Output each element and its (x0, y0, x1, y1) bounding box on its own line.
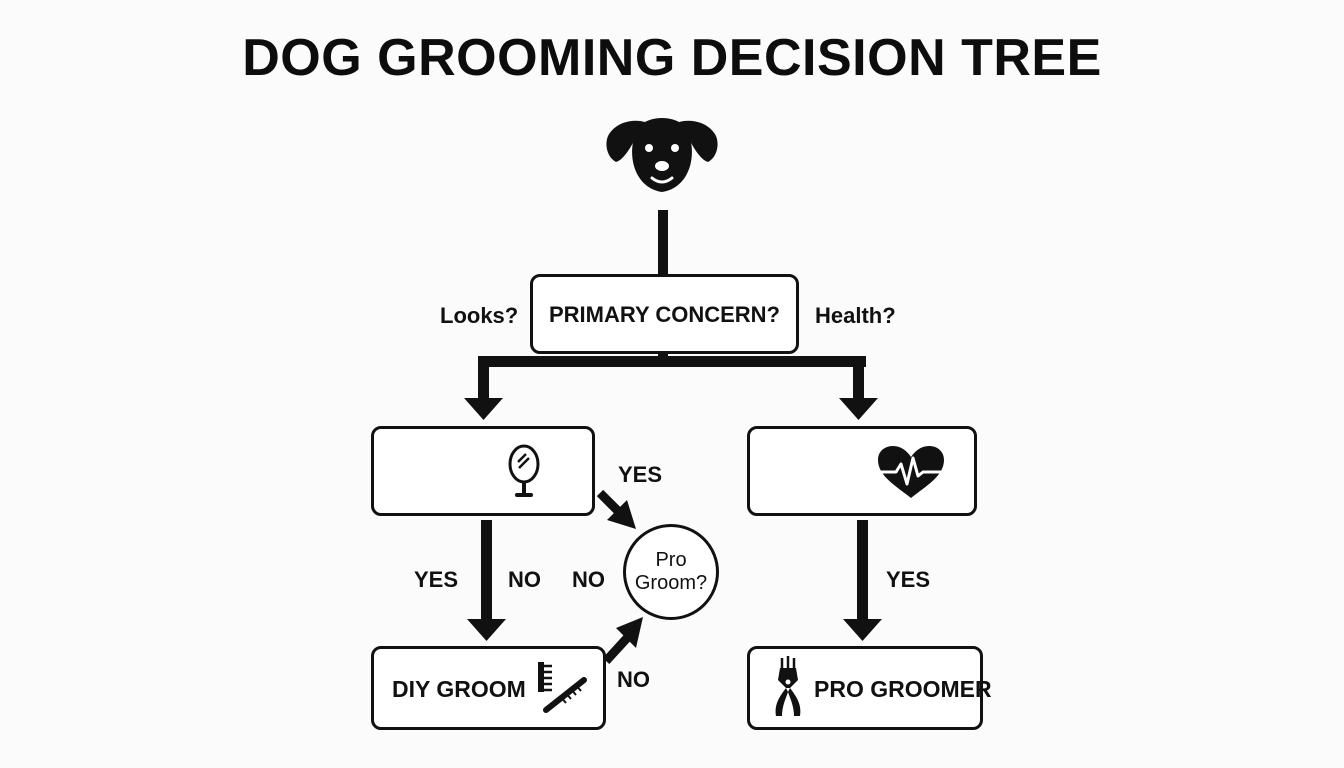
edge-label-looks-yes: YES (414, 567, 459, 592)
connector-looks-to-pro-groom (596, 489, 624, 517)
connector-looks-to-diy (481, 520, 492, 628)
connector-health-to-pro (857, 520, 868, 628)
looks-branch-label: Looks? (440, 303, 519, 328)
connector-diy-to-pro-groom (602, 633, 632, 665)
health-branch-label: Health? (815, 303, 896, 328)
arrow-into-pro-groom-from-diy (616, 617, 643, 648)
diagram-title: DOG GROOMING DECISION TREE (242, 29, 1102, 87)
edge-label-health-yes: YES (886, 567, 931, 592)
edge-label-looks-to-pro-groom: YES (618, 462, 663, 487)
pro-groom-decision-node: Pro Groom? (623, 524, 719, 620)
dog-head-icon (606, 118, 718, 192)
comb-and-brush-icon (538, 662, 587, 713)
connector-split-bar (478, 356, 866, 367)
heartbeat-icon (878, 446, 944, 498)
connector-right-branch (853, 356, 864, 404)
arrow-to-health-box (839, 398, 878, 420)
diy-groom-box (371, 646, 606, 730)
primary-concern-label: PRIMARY CONCERN? (548, 302, 780, 327)
pro-groom-label-line1: Pro (655, 549, 687, 571)
mirror-icon (508, 444, 540, 497)
looks-box (371, 426, 595, 516)
edge-label-pro-groom-no: NO (572, 567, 605, 592)
pro-groomer-label: PRO GROOMER (814, 676, 992, 702)
diy-groom-label: DIY GROOM (392, 676, 526, 702)
edge-label-diy-to-pro-groom: NO (617, 667, 650, 692)
edge-label-looks-no: NO (508, 567, 541, 592)
connector-left-branch (478, 356, 489, 404)
arrow-to-pro-groomer-box (843, 619, 882, 641)
connector-dog-to-root (658, 210, 668, 276)
arrow-into-pro-groom-from-looks (607, 500, 636, 529)
clippers-icon (775, 656, 801, 716)
arrow-to-looks-box (464, 398, 503, 420)
pro-groom-label-line2: Groom? (634, 572, 708, 594)
arrow-to-diy-box (467, 619, 506, 641)
primary-concern-box (530, 274, 799, 354)
